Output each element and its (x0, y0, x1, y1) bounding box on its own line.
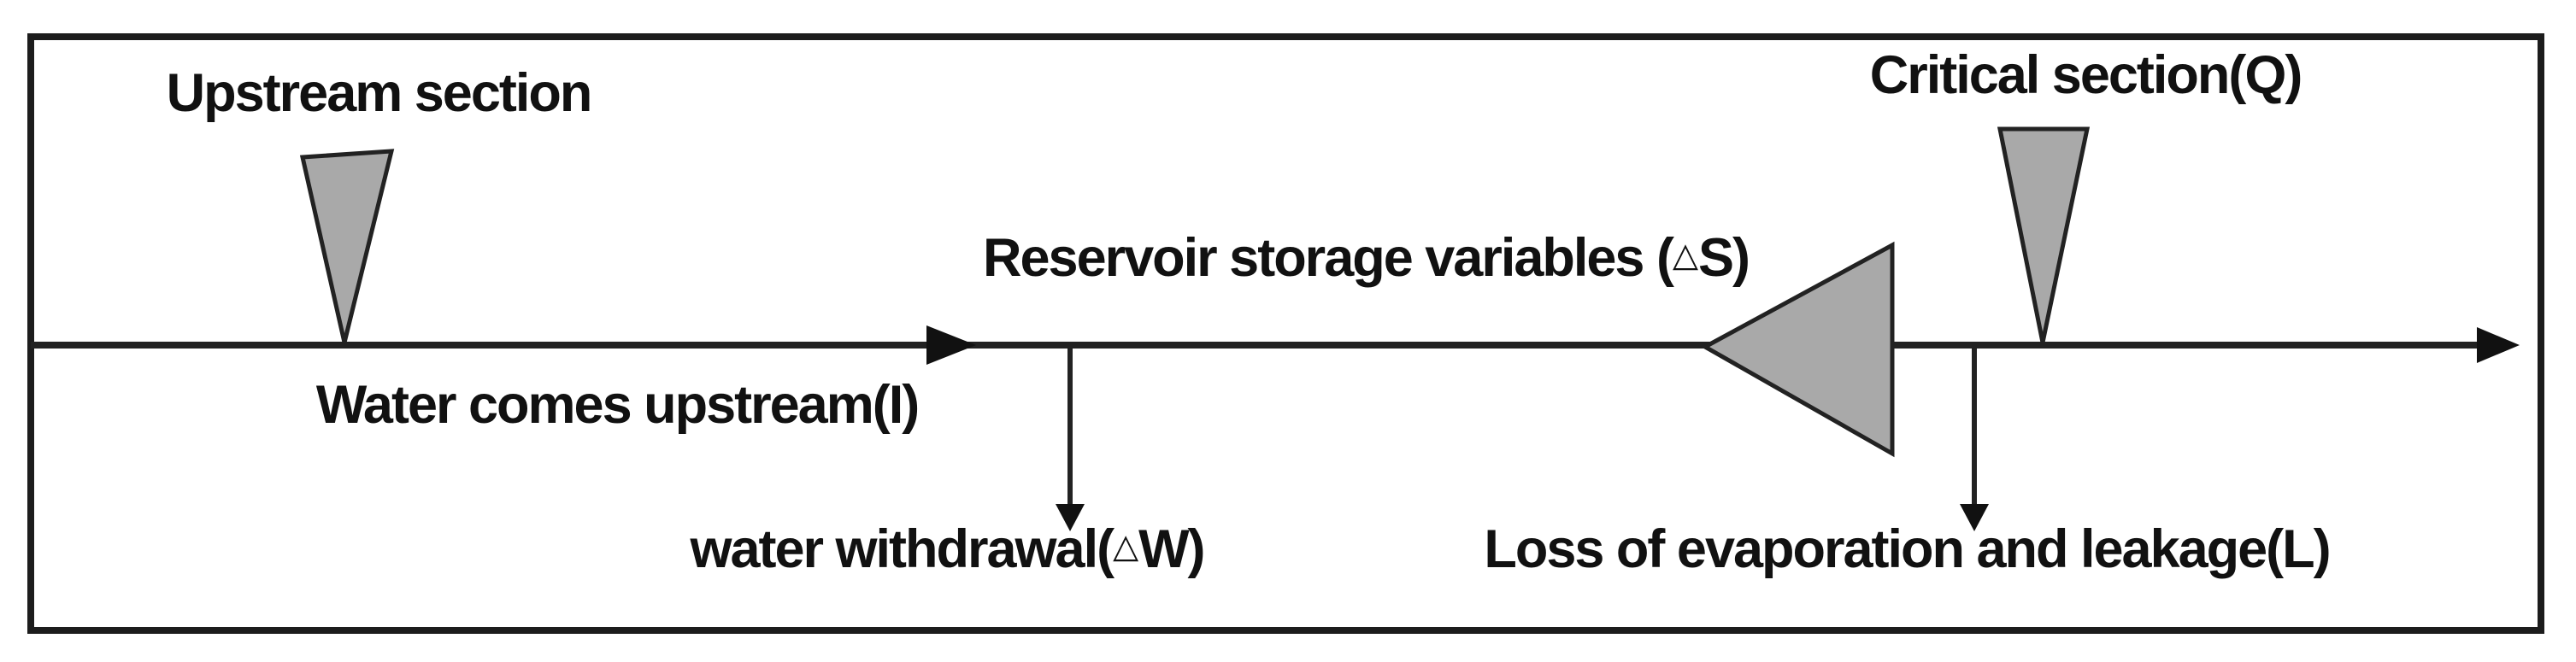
left-triangle-reservoir-icon (1700, 241, 1895, 458)
reservoir-storage-label: Reservoir storage variables (△S) (983, 228, 1750, 288)
down-arrowhead-icon (1056, 504, 1085, 531)
loss-evaporation-leakage-label: Loss of evaporation and leakage(L) (1484, 519, 2331, 579)
critical-section-label: Critical section(Q) (1869, 45, 2303, 105)
water-comes-upstream-label: Water comes upstream(I) (315, 375, 920, 435)
down-triangle-gauge-icon (299, 149, 395, 343)
right-arrowhead-icon (926, 325, 976, 365)
water-withdrawal-label-pre: water withdrawal( (690, 519, 1115, 579)
delta-symbol: △ (1672, 237, 1698, 274)
water-withdrawal-label: water withdrawal(△W) (690, 523, 1205, 577)
reservoir-storage-label-pre: Reservoir storage variables ( (983, 228, 1674, 288)
water-withdrawal-label-post: W) (1138, 519, 1205, 579)
reservoir-storage-label-post: S) (1697, 228, 1750, 288)
down-triangle-gauge-icon (1997, 126, 2091, 343)
diagram-border (27, 33, 2544, 634)
upstream-section-label: Upstream section (166, 63, 593, 123)
right-arrowhead-icon (2477, 327, 2520, 363)
down-arrowhead-icon (1960, 504, 1989, 531)
delta-symbol: △ (1113, 528, 1139, 565)
